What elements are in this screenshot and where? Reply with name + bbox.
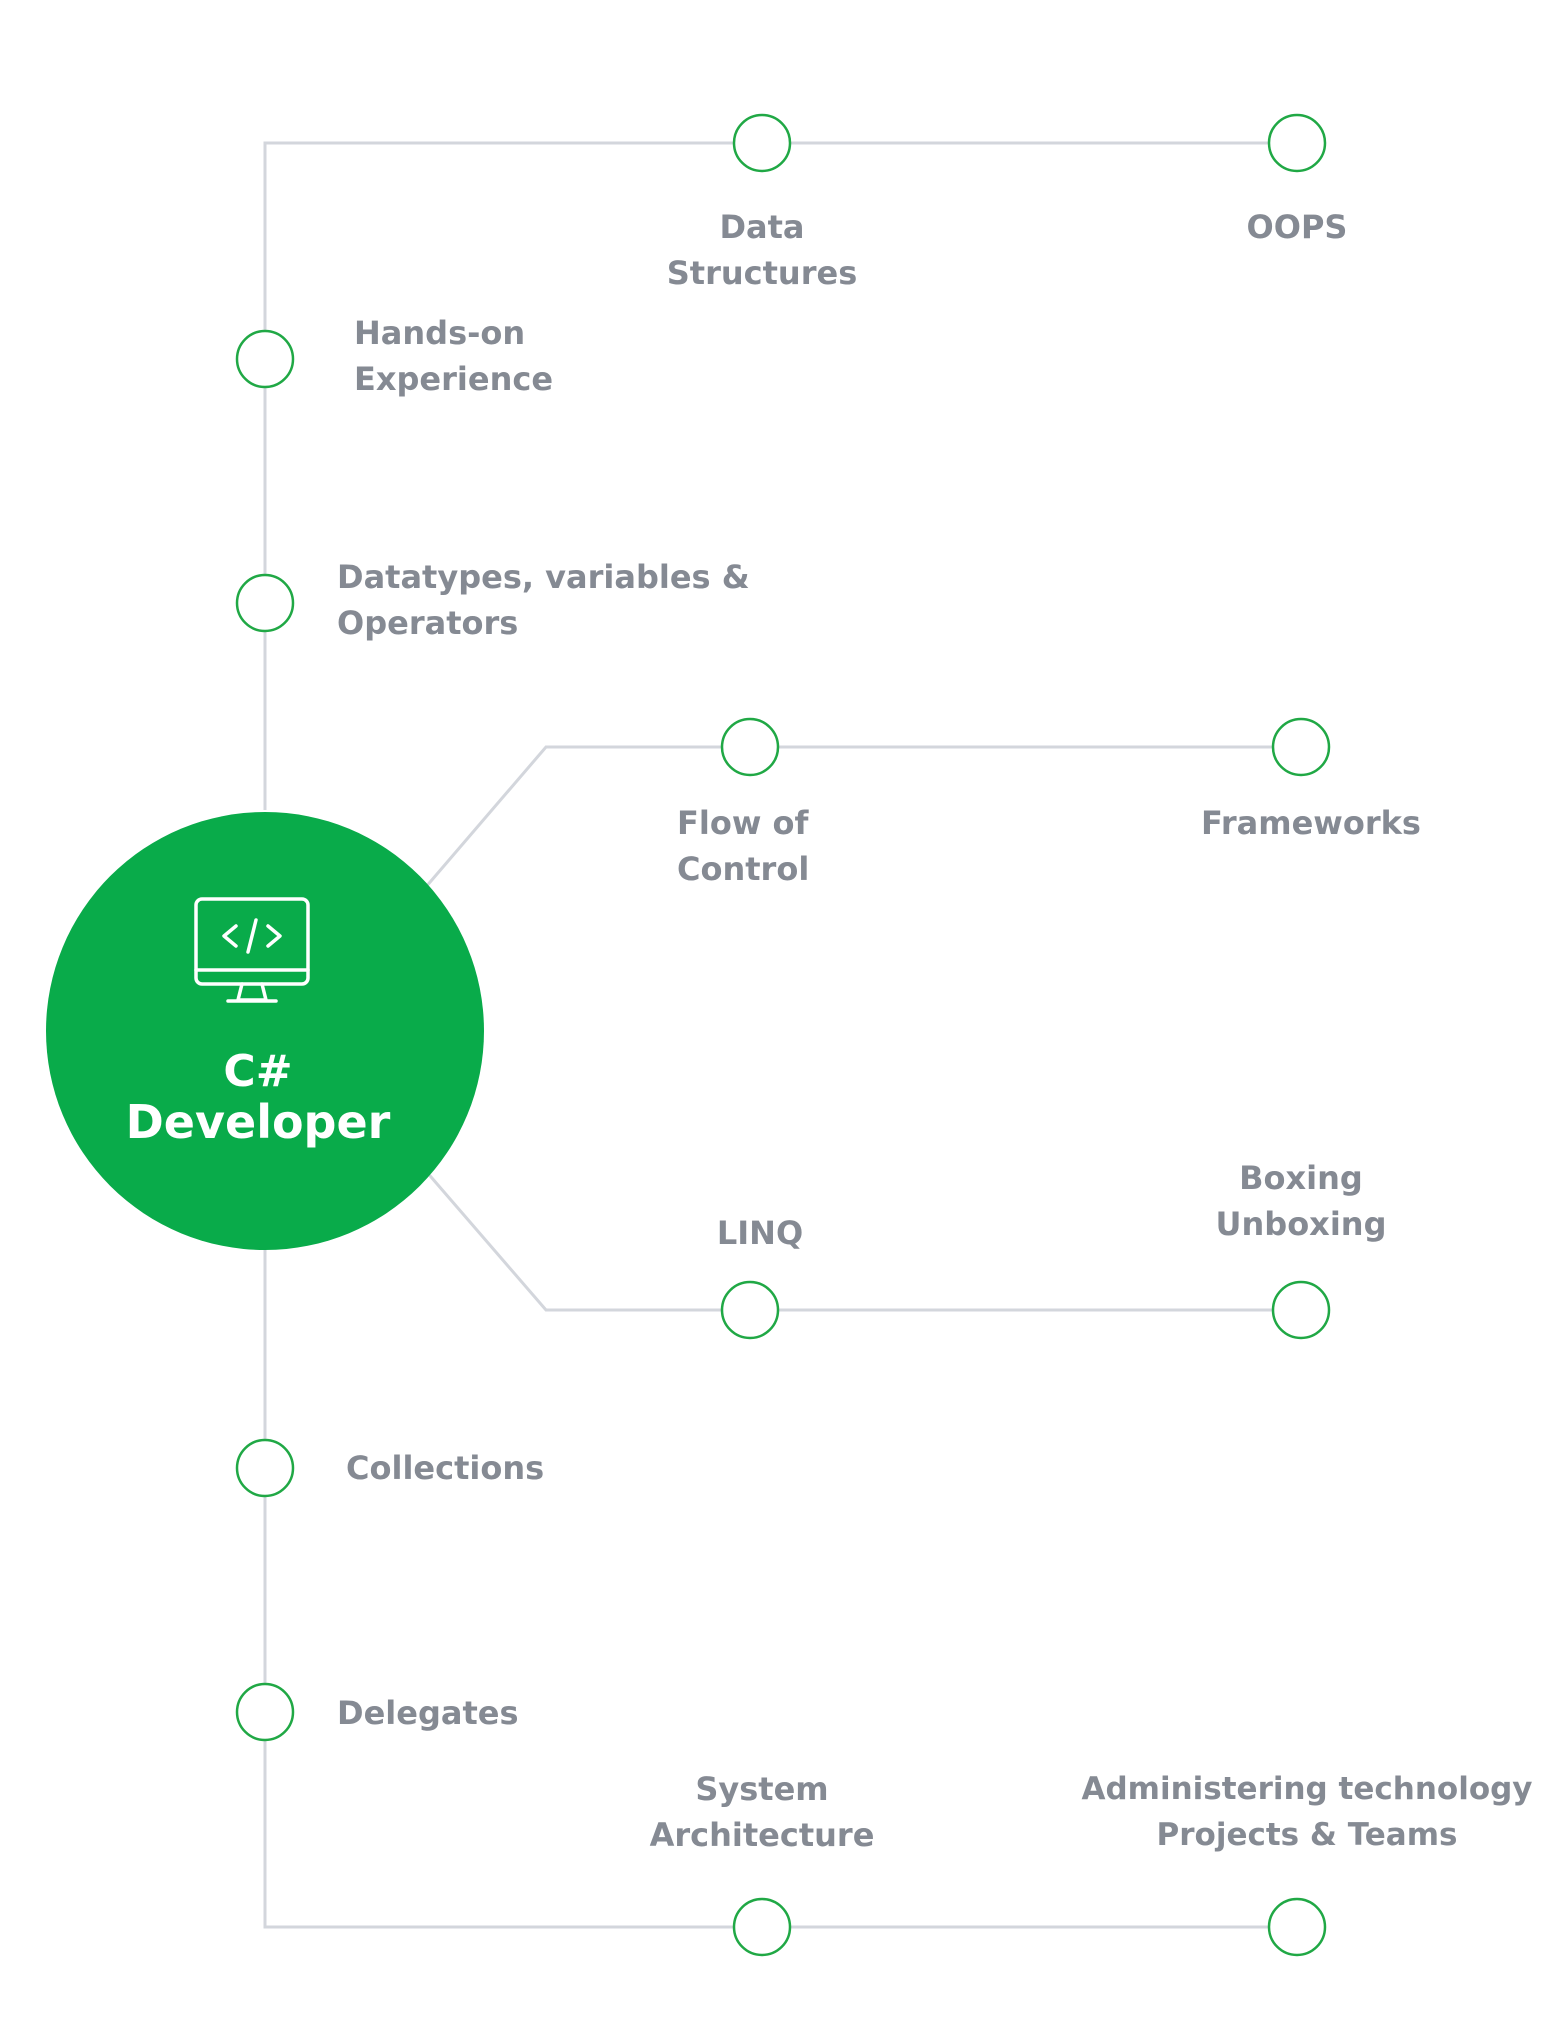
node-oops xyxy=(1267,113,1327,173)
label-hands-on-experience: Hands-on Experience xyxy=(354,314,554,398)
label-administering: Administering technology Projects & Team… xyxy=(1081,1771,1533,1853)
center-title-line1: C# xyxy=(223,1046,293,1097)
label-oops: OOPS xyxy=(1246,208,1348,246)
label-linq: LINQ xyxy=(716,1214,804,1252)
node-boxing-unboxing xyxy=(1271,1280,1331,1340)
node-administering xyxy=(1267,1897,1327,1957)
label-data-structures: Data Structures xyxy=(666,208,858,292)
node-frameworks xyxy=(1271,717,1331,777)
label-delegates: Delegates xyxy=(337,1694,519,1732)
node-data-structures xyxy=(732,113,792,173)
node-linq xyxy=(720,1280,780,1340)
node-delegates xyxy=(235,1682,295,1742)
label-system-architecture: System Architecture xyxy=(649,1770,875,1854)
connector-lower-diagonal xyxy=(423,1169,1301,1312)
node-datatypes xyxy=(235,573,295,633)
label-collections: Collections xyxy=(346,1449,545,1487)
center-hub xyxy=(46,812,484,1250)
label-datatypes: Datatypes, variables & Operators xyxy=(337,558,750,642)
node-system-architecture xyxy=(732,1897,792,1957)
connector-upper-diagonal xyxy=(423,745,1301,889)
node-flow-of-control xyxy=(720,717,780,777)
center-title-line2: Developer xyxy=(125,1095,391,1149)
node-hands-on-experience xyxy=(235,329,295,389)
label-frameworks: Frameworks xyxy=(1201,804,1421,842)
node-collections xyxy=(235,1438,295,1498)
label-boxing-unboxing: Boxing Unboxing xyxy=(1215,1159,1387,1243)
code-monitor-icon xyxy=(194,897,310,1003)
label-flow-of-control: Flow of Control xyxy=(677,804,810,888)
